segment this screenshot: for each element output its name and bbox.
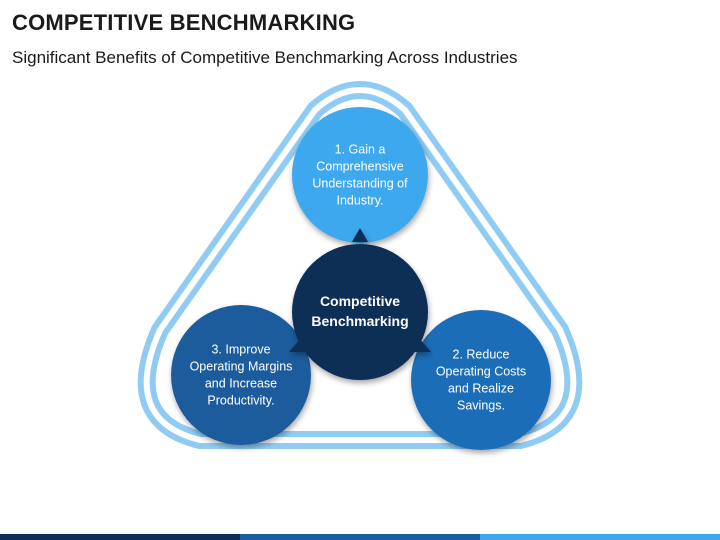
triangle-ring-inner	[143, 87, 577, 443]
center-pointer-top	[352, 228, 368, 242]
label-line: Productivity.	[207, 394, 274, 408]
label-line: Operating Margins	[190, 360, 293, 374]
label-line: 1. Gain a	[335, 143, 386, 157]
center-circle	[292, 244, 428, 380]
label-line: Understanding of	[312, 177, 408, 191]
footer-bar-segment	[240, 534, 480, 540]
node-3-circle	[171, 305, 311, 445]
footer-bar-segment	[0, 534, 240, 540]
label-line: 3. Improve	[211, 343, 270, 357]
footer-color-bar	[0, 534, 720, 540]
page-subtitle: Significant Benefits of Competitive Benc…	[12, 48, 518, 67]
center-hub	[289, 228, 431, 380]
node-2-circle	[411, 310, 551, 450]
page-title: COMPETITIVE BENCHMARKING	[12, 10, 356, 35]
footer-bar-segment	[480, 534, 720, 540]
label-line: 2. Reduce	[453, 348, 510, 362]
label-line: and Realize	[448, 382, 514, 396]
label-line: Competitive	[320, 293, 400, 309]
label-line: and Increase	[205, 377, 277, 391]
node-1-circle	[292, 107, 428, 243]
label-line: Comprehensive	[316, 160, 404, 174]
label-line: Benchmarking	[311, 313, 408, 329]
label-line: Industry.	[336, 194, 383, 208]
label-line: Operating Costs	[436, 365, 526, 379]
label-line: Savings.	[457, 399, 505, 413]
